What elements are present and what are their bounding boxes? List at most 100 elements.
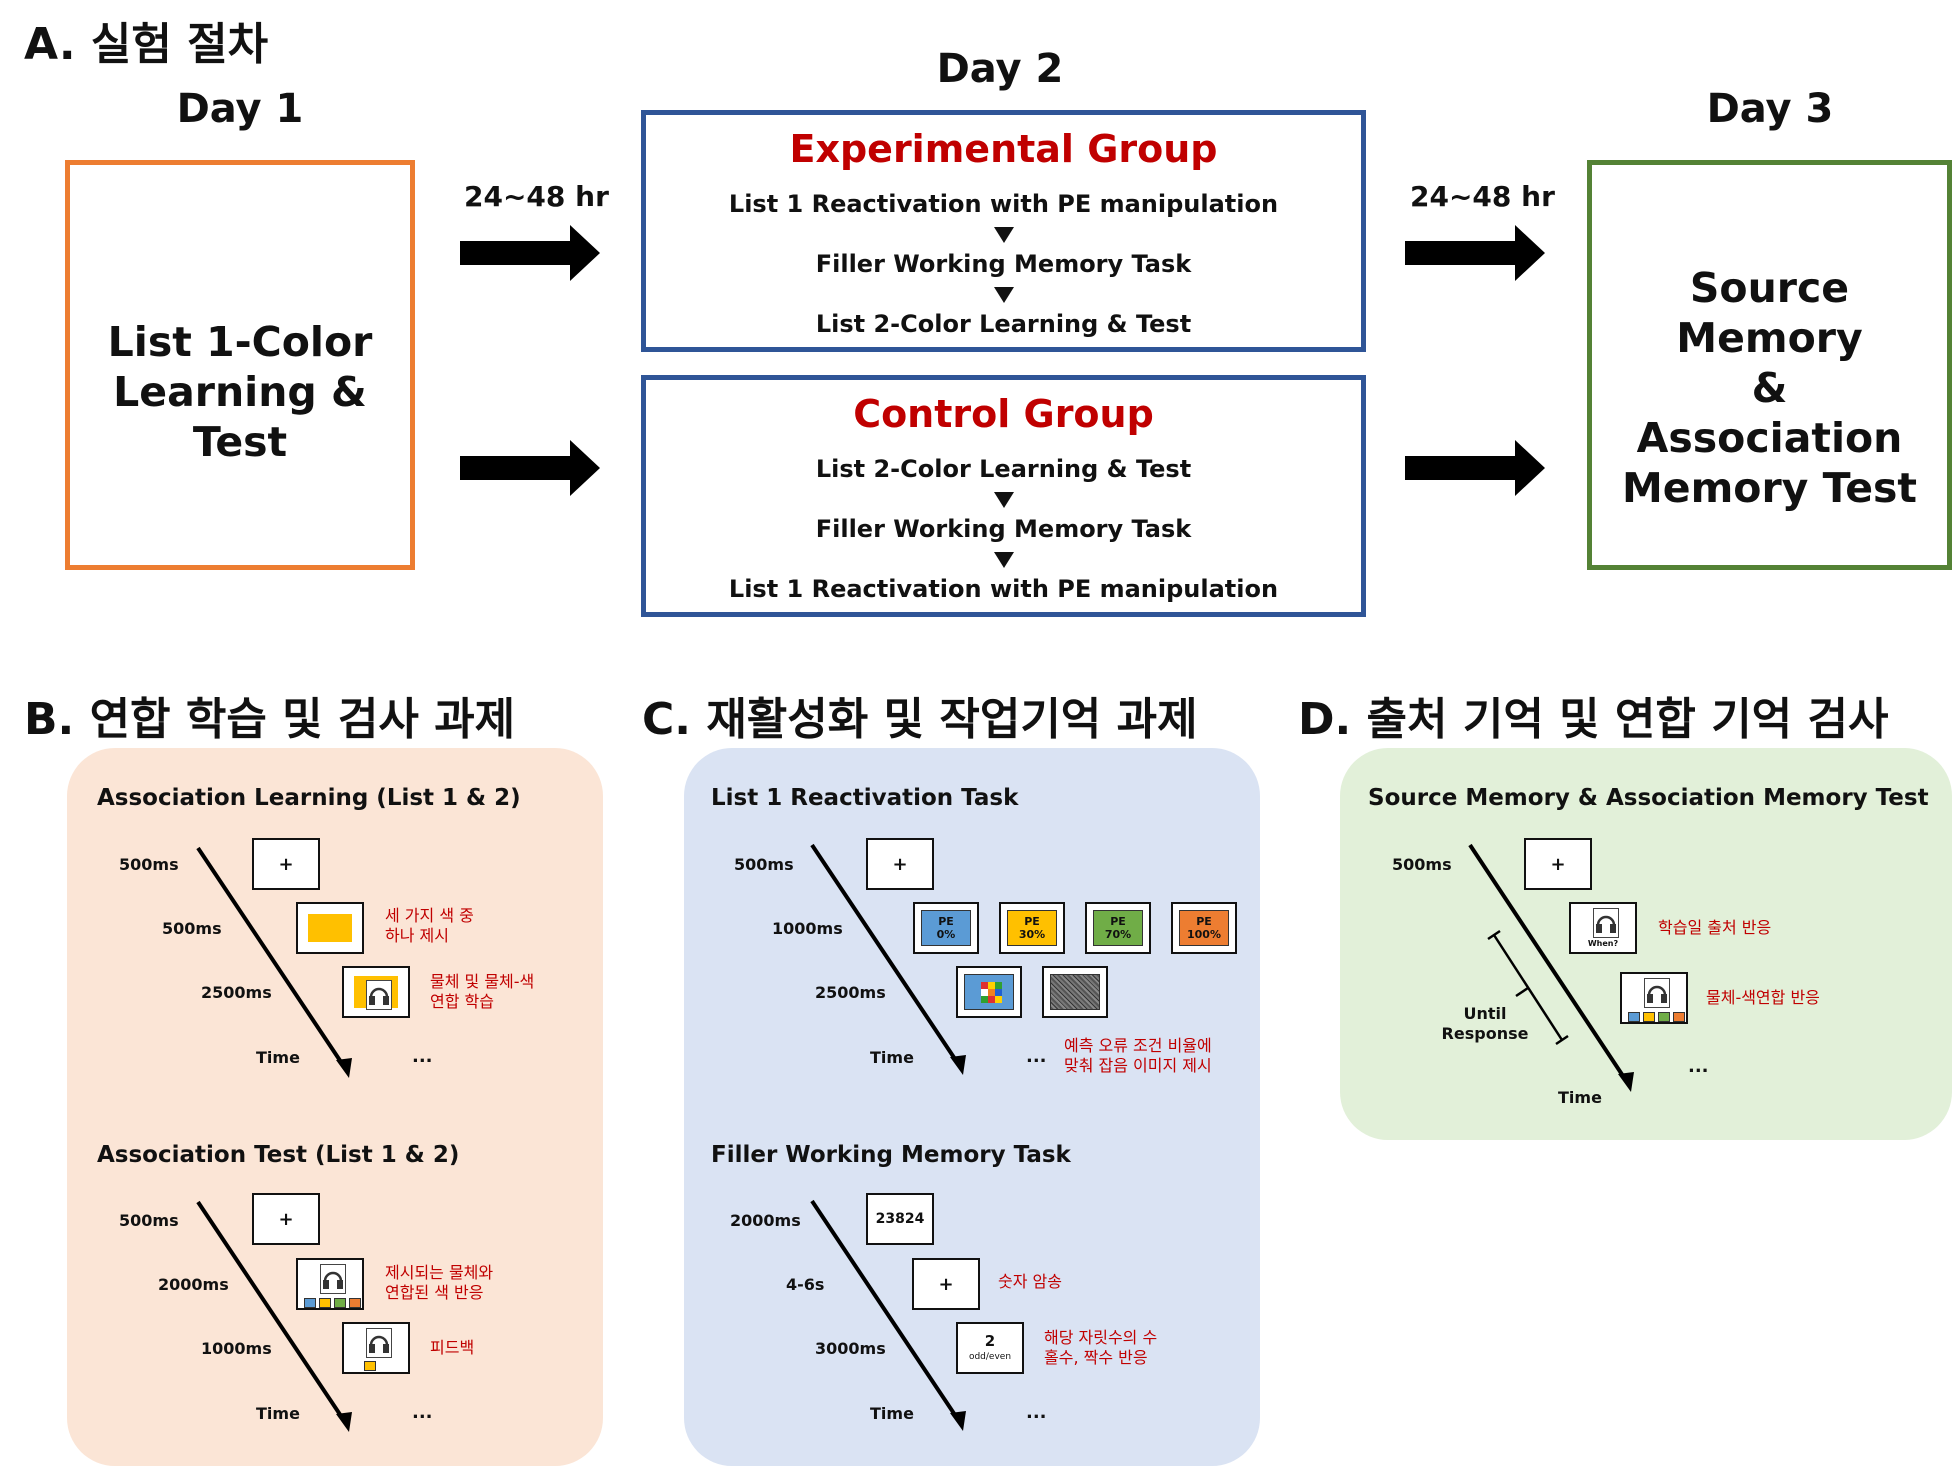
until-response-bracket (1487, 929, 1569, 1046)
test-note-1-line1: 제시되는 물체와 (385, 1263, 494, 1282)
panel-d-note-1: 학습일 출처 반응 (1658, 918, 1772, 937)
day1-box: List 1-Color Learning & Test (65, 160, 415, 570)
when-frame: When? (1569, 902, 1637, 954)
probe-label: odd/even (968, 1352, 1012, 1362)
day1-box-line1: List 1-Color (107, 318, 373, 366)
test-note-2: 피드백 (430, 1338, 475, 1357)
reactivation-title: List 1 Reactivation Task (711, 785, 1019, 811)
control-step-1: List 2-Color Learning & Test (815, 455, 1192, 483)
pe-100-label: PE (1196, 915, 1212, 928)
pe-0-label: PE (938, 915, 954, 928)
pe-70-value: 70% (1104, 928, 1132, 941)
panel-d-title: Source Memory & Association Memory Test (1368, 785, 1929, 811)
learning-timing-1: 500ms (119, 855, 179, 874)
experimental-step-3: List 2-Color Learning & Test (815, 310, 1192, 338)
pe-0-frame: PE 0% (913, 902, 979, 954)
noise-image-icon (1050, 974, 1100, 1010)
time-arrow (196, 846, 352, 1078)
digit-frame: 23824 (866, 1193, 934, 1245)
object-color-frame (342, 966, 410, 1018)
color-option-green (334, 1298, 346, 1308)
control-group-box: Control Group List 2-Color Learning & Te… (641, 375, 1366, 617)
time-arrow (810, 843, 966, 1075)
filler-timing-3: 3000ms (815, 1339, 886, 1358)
section-d-title: D. 출처 기억 및 연합 기억 검사 (1298, 694, 1889, 745)
learning-title: Association Learning (List 1 & 2) (97, 785, 521, 811)
headphones-icon (1593, 908, 1619, 938)
pe-70-label: PE (1110, 915, 1126, 928)
probe-frame: 2 odd/even (956, 1322, 1024, 1374)
experimental-group-title: Experimental Group (789, 127, 1218, 171)
panel-d (1340, 748, 1952, 1140)
pe-30-frame: PE 30% (999, 902, 1065, 954)
color-option-blue (304, 1298, 316, 1308)
day3-label: Day 3 (1706, 86, 1834, 132)
learning-ellipsis: ... (412, 1046, 433, 1067)
reactivation-note-line1: 예측 오류 조건 비율에 (1064, 1036, 1212, 1055)
day2-label: Day 2 (936, 46, 1064, 92)
pe-70-patch: PE 70% (1093, 910, 1143, 946)
panel-d-ellipsis: ... (1688, 1056, 1709, 1077)
filler-note-1: 숫자 암송 (998, 1272, 1062, 1291)
control-group-title: Control Group (853, 392, 1154, 436)
color-frame (296, 902, 364, 954)
control-step-2: Filler Working Memory Task (815, 515, 1192, 543)
until-response-line2: Response (1441, 1024, 1529, 1043)
test-time-label: Time (256, 1404, 300, 1423)
when-label: When? (1587, 939, 1619, 948)
reactivation-note-line2: 맞춰 잡음 이미지 제시 (1064, 1056, 1212, 1075)
interval-1-label: 24~48 hr (464, 180, 609, 213)
panel-d-note-2: 물체-색연합 반응 (1706, 988, 1820, 1007)
headphones-icon (320, 1264, 346, 1294)
day1-label: Day 1 (176, 86, 304, 132)
right-arrow-icon (460, 440, 600, 496)
pe-0-patch: PE 0% (921, 910, 971, 946)
test-note-1-line2: 연합된 색 반응 (385, 1283, 484, 1302)
pe-30-label: PE (1024, 915, 1040, 928)
time-arrow (810, 1199, 966, 1431)
color-option-orange (349, 1298, 361, 1308)
right-arrow-icon (1405, 440, 1545, 496)
fixation-frame: + (252, 838, 320, 890)
time-arrow (196, 1200, 352, 1432)
day3-box-line4: Memory Test (1621, 464, 1918, 512)
learning-timing-3: 2500ms (201, 983, 272, 1002)
test-timing-3: 1000ms (201, 1339, 272, 1358)
day3-box-line3: Association (1636, 414, 1903, 462)
filler-note-2-line1: 해당 자릿수의 수 (1044, 1328, 1158, 1347)
interval-2-label: 24~48 hr (1410, 180, 1555, 213)
panel-b (67, 748, 603, 1466)
down-triangle-icon (994, 287, 1014, 303)
test-title: Association Test (List 1 & 2) (97, 1142, 460, 1168)
filler-note-2: 해당 자릿수의 수 홀수, 짝수 반응 (1044, 1328, 1157, 1368)
learning-timing-2: 500ms (162, 919, 222, 938)
headphones-icon (366, 980, 392, 1010)
test-timing-2: 2000ms (158, 1275, 229, 1294)
pe-100-patch: PE 100% (1179, 910, 1229, 946)
until-response-line1: Until (1463, 1004, 1507, 1023)
pe-100-value: 100% (1187, 928, 1221, 941)
reactivation-time-label: Time (870, 1048, 914, 1067)
reactivation-timing-3: 2500ms (815, 983, 886, 1002)
pe-70-frame: PE 70% (1085, 902, 1151, 954)
filler-note-2-line2: 홀수, 짝수 반응 (1044, 1348, 1148, 1367)
feedback-color-yellow (364, 1361, 376, 1371)
test-ellipsis: ... (412, 1402, 433, 1423)
pe-0-value: 0% (936, 928, 956, 941)
reactivation-note: 예측 오류 조건 비율에 맞춰 잡음 이미지 제시 (1064, 1036, 1212, 1076)
color-option-yellow (319, 1298, 331, 1308)
pe-30-patch: PE 30% (1007, 910, 1057, 946)
day3-box-line2: & (1751, 364, 1788, 412)
test-timing-1: 500ms (119, 1211, 179, 1230)
headphones-icon (1644, 978, 1670, 1008)
section-a-title: A. 실험 절차 (24, 19, 269, 70)
experimental-step-2: Filler Working Memory Task (815, 250, 1192, 278)
panel-d-time-label: Time (1558, 1088, 1602, 1107)
section-c-title: C. 재활성화 및 작업기억 과제 (642, 694, 1198, 745)
experimental-group-box: Experimental Group List 1 Reactivation w… (641, 110, 1366, 352)
headphones-icon (366, 1328, 392, 1358)
reactivation-timing-1: 500ms (734, 855, 794, 874)
experimental-step-1: List 1 Reactivation with PE manipulation (728, 190, 1279, 218)
day3-box: Source Memory & Association Memory Test (1587, 160, 1952, 570)
test-response-frame (296, 1258, 364, 1310)
